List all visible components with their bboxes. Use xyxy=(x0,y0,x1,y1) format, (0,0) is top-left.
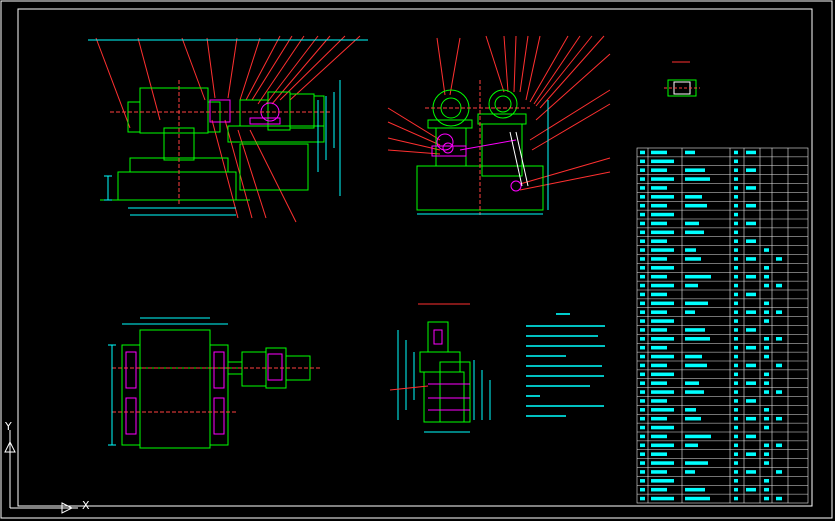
ucs-icon xyxy=(4,430,78,514)
plan-view xyxy=(108,317,320,449)
parts-list-table xyxy=(636,147,809,504)
front-view xyxy=(88,35,368,223)
detail-view xyxy=(389,303,491,433)
section-detail xyxy=(664,61,700,97)
ucs-y-label: Y xyxy=(5,420,12,433)
side-view xyxy=(387,35,611,215)
ucs-x-label: X xyxy=(82,499,90,512)
technical-notes xyxy=(526,313,605,417)
